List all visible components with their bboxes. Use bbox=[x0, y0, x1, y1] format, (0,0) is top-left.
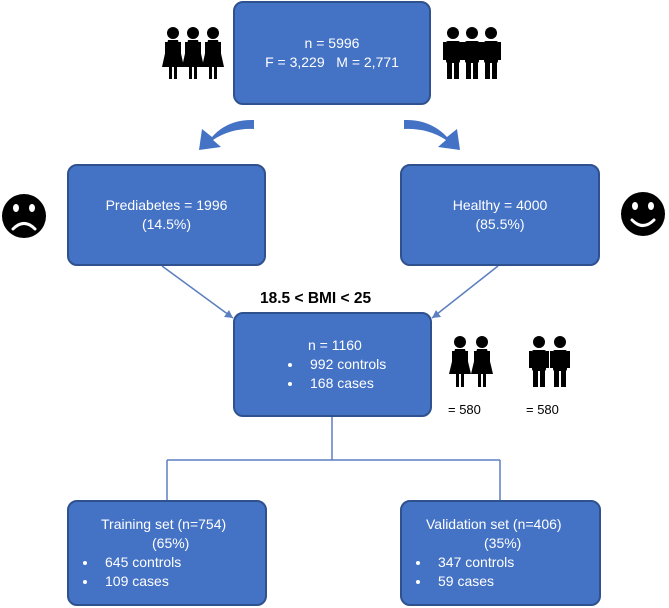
training-percent: (65%) bbox=[152, 535, 190, 551]
bullet-icon bbox=[83, 579, 87, 584]
bullet-icon bbox=[288, 362, 292, 367]
female-count: = 580 bbox=[448, 402, 481, 417]
matched-cases-text: 168 cases bbox=[310, 375, 374, 391]
healthy-percent: (85.5%) bbox=[475, 216, 525, 232]
male-pair-icon bbox=[529, 336, 570, 387]
connector-arrowhead-right bbox=[432, 310, 441, 318]
training-cases-text: 109 cases bbox=[105, 573, 169, 589]
bmi-criterion-label: 18.5 < BMI < 25 bbox=[260, 290, 372, 307]
bullet-icon bbox=[83, 560, 87, 565]
validation-cases-text: 59 cases bbox=[438, 573, 495, 589]
bullet-icon bbox=[416, 579, 420, 584]
matched-controls: 992 controls bbox=[288, 355, 430, 374]
training-controls: 645 controls bbox=[83, 553, 265, 572]
validation-percent: (35%) bbox=[484, 535, 522, 551]
prediabetes-count: Prediabetes = 1996 bbox=[105, 197, 228, 213]
connector-arrowhead-left bbox=[224, 310, 233, 318]
training-title: Training set (n=754) bbox=[101, 516, 227, 532]
happy-face-icon bbox=[621, 192, 665, 236]
men-group-icon bbox=[443, 27, 501, 79]
training-controls-text: 645 controls bbox=[105, 554, 182, 570]
validation-controls: 347 controls bbox=[416, 553, 599, 572]
prediabetes-percent: (14.5%) bbox=[141, 216, 192, 232]
population-sex: F = 3,229 M = 2,771 bbox=[265, 54, 399, 70]
curved-arrow-left-icon bbox=[199, 119, 254, 150]
matched-sample-box: n = 1160 992 controls 168 cases bbox=[233, 312, 432, 417]
population-n: n = 5996 bbox=[304, 35, 360, 51]
validation-title: Validation set (n=406) bbox=[426, 516, 562, 532]
matched-controls-text: 992 controls bbox=[310, 356, 387, 372]
prediabetes-box: Prediabetes = 1996 (14.5%) bbox=[67, 164, 266, 266]
women-group-icon bbox=[162, 27, 224, 79]
healthy-count: Healthy = 4000 bbox=[452, 197, 548, 213]
bullet-icon bbox=[288, 381, 292, 386]
sad-face-icon bbox=[2, 194, 46, 238]
connector-prediabetes-to-middle bbox=[161, 265, 234, 319]
bullet-icon bbox=[416, 560, 420, 565]
validation-cases: 59 cases bbox=[416, 572, 599, 591]
population-box: n = 5996 F = 3,229 M = 2,771 bbox=[233, 1, 431, 105]
matched-cases: 168 cases bbox=[288, 374, 430, 393]
training-cases: 109 cases bbox=[83, 572, 265, 591]
male-count: = 580 bbox=[526, 402, 559, 417]
healthy-box: Healthy = 4000 (85.5%) bbox=[400, 164, 600, 266]
connector-healthy-to-middle bbox=[431, 265, 499, 319]
validation-controls-text: 347 controls bbox=[438, 554, 515, 570]
matched-n: n = 1160 bbox=[308, 337, 362, 353]
curved-arrow-right-icon bbox=[404, 119, 460, 150]
split-connector bbox=[166, 417, 501, 500]
training-set-box: Training set (n=754) (65%) 645 controls … bbox=[67, 500, 267, 606]
validation-set-box: Validation set (n=406) (35%) 347 control… bbox=[400, 500, 601, 606]
female-pair-icon bbox=[449, 336, 493, 387]
